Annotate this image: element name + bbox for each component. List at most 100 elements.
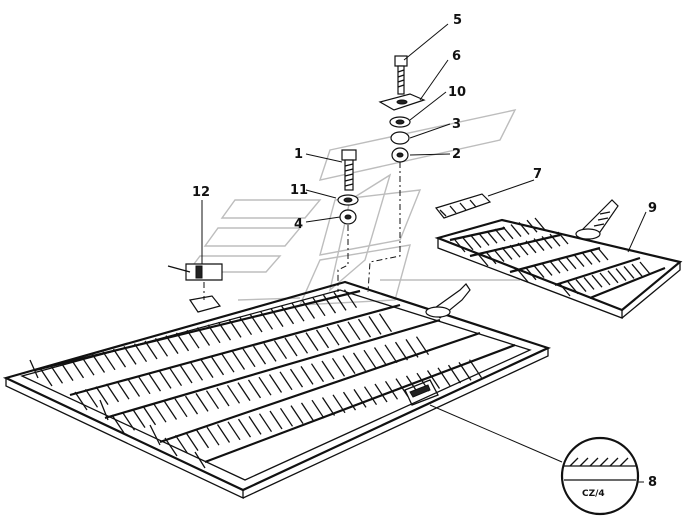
slat bbox=[384, 344, 398, 364]
slat bbox=[342, 355, 356, 374]
label-12: 12 bbox=[192, 185, 210, 200]
slat bbox=[158, 370, 172, 389]
slat bbox=[468, 359, 483, 379]
slat bbox=[533, 265, 545, 279]
slat bbox=[567, 281, 579, 295]
assembly-line-right bbox=[367, 162, 401, 293]
slat bbox=[373, 347, 388, 366]
slat bbox=[405, 339, 419, 358]
slat bbox=[294, 334, 309, 354]
small-sieve bbox=[434, 199, 683, 319]
slat bbox=[195, 393, 209, 412]
slat bbox=[216, 387, 230, 407]
slat bbox=[462, 237, 474, 251]
slat bbox=[326, 326, 340, 346]
slat bbox=[227, 421, 241, 441]
slat bbox=[132, 409, 146, 428]
slat bbox=[368, 316, 382, 335]
slat bbox=[343, 289, 358, 309]
slat bbox=[238, 316, 253, 336]
slat bbox=[557, 231, 569, 245]
label-3: 3 bbox=[452, 117, 461, 132]
slat bbox=[599, 272, 611, 286]
slat bbox=[478, 232, 490, 246]
slat bbox=[126, 378, 141, 397]
slat bbox=[437, 367, 451, 387]
slat bbox=[217, 321, 232, 341]
slat bbox=[575, 279, 587, 293]
slat bbox=[502, 226, 514, 240]
label-1: 1 bbox=[294, 147, 303, 162]
slat bbox=[210, 356, 225, 376]
slat bbox=[121, 411, 136, 431]
slat bbox=[300, 366, 314, 385]
slat bbox=[189, 361, 204, 381]
slat bbox=[248, 416, 262, 435]
slat bbox=[105, 383, 120, 403]
slat bbox=[165, 335, 179, 354]
slat bbox=[200, 359, 214, 378]
slat bbox=[84, 388, 99, 408]
slat bbox=[154, 337, 169, 357]
slat bbox=[91, 354, 106, 373]
slat bbox=[557, 258, 569, 272]
slat bbox=[363, 349, 377, 369]
slat bbox=[639, 261, 651, 275]
slat bbox=[525, 267, 537, 281]
slat bbox=[597, 247, 609, 261]
label-4: 4 bbox=[294, 217, 303, 232]
slat bbox=[279, 371, 293, 391]
slat bbox=[454, 239, 466, 253]
slat bbox=[207, 324, 221, 344]
slat bbox=[534, 217, 546, 231]
slat bbox=[378, 313, 393, 333]
slat bbox=[153, 403, 167, 423]
slat bbox=[357, 318, 372, 338]
label-2: 2 bbox=[452, 147, 461, 162]
slat bbox=[517, 242, 529, 256]
slat bbox=[258, 376, 272, 396]
slat bbox=[221, 353, 235, 373]
slat bbox=[315, 329, 330, 349]
slat bbox=[310, 363, 325, 383]
slat bbox=[322, 294, 337, 314]
slat bbox=[336, 324, 351, 343]
slat bbox=[510, 224, 522, 238]
slat bbox=[273, 340, 288, 360]
slat bbox=[290, 405, 304, 424]
slat bbox=[263, 343, 277, 362]
slat bbox=[270, 308, 284, 327]
slat bbox=[258, 413, 273, 433]
slat bbox=[196, 327, 211, 346]
label-6: 6 bbox=[452, 49, 461, 64]
main-sieve-grate bbox=[2, 280, 551, 500]
label-5: 5 bbox=[453, 13, 462, 28]
slat bbox=[517, 269, 529, 283]
slat bbox=[312, 297, 326, 317]
slat bbox=[237, 382, 251, 401]
watermark-logo bbox=[186, 109, 520, 306]
slat bbox=[458, 362, 472, 381]
slat bbox=[321, 397, 336, 416]
slat bbox=[102, 351, 116, 371]
slat bbox=[279, 407, 294, 427]
assembly-line-left bbox=[337, 225, 349, 292]
sieve-slats bbox=[39, 289, 483, 457]
slat bbox=[363, 386, 378, 406]
slat bbox=[565, 256, 577, 270]
detail-label: CZ/4 bbox=[582, 489, 605, 499]
slat bbox=[206, 426, 220, 446]
slat bbox=[501, 246, 513, 260]
slat bbox=[186, 329, 200, 349]
slat bbox=[185, 432, 199, 451]
slat bbox=[300, 402, 315, 422]
slat bbox=[228, 319, 242, 338]
slat bbox=[533, 238, 545, 252]
slat bbox=[81, 356, 95, 376]
slat bbox=[112, 348, 127, 368]
slat bbox=[268, 374, 283, 393]
slat bbox=[163, 401, 178, 420]
slat bbox=[526, 219, 538, 233]
